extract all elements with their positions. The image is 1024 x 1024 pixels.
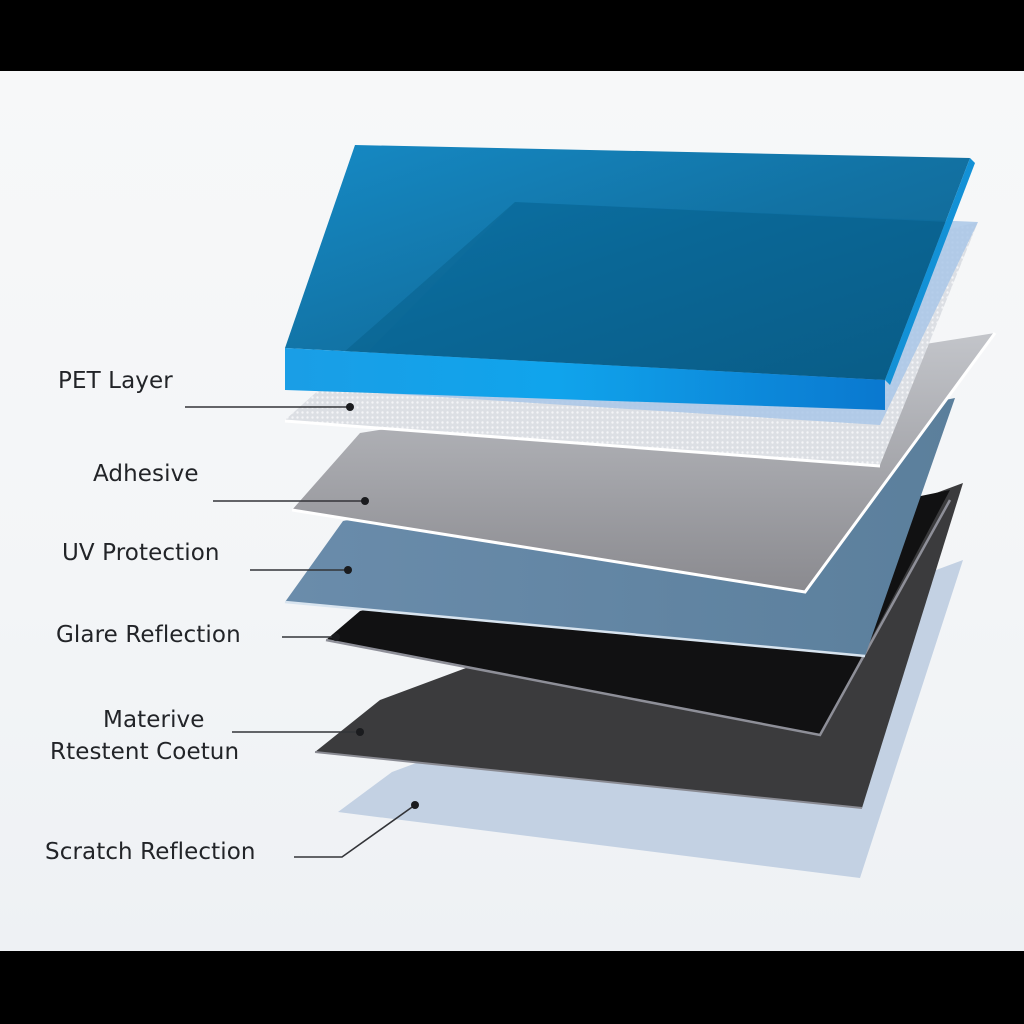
label-adhesive: Adhesive xyxy=(93,461,199,487)
leader-lines xyxy=(185,406,416,858)
label-uv-protection: UV Protection xyxy=(62,540,220,566)
pet-layer-front-edge xyxy=(285,348,885,410)
pet-layer-top xyxy=(285,145,970,380)
label-glare-reflection: Glare Reflection xyxy=(56,622,241,648)
label-pet-layer: PET Layer xyxy=(58,368,173,394)
letterbox-bottom-bar xyxy=(0,951,1024,1024)
leader-dots xyxy=(332,403,419,809)
letterbox-top-bar xyxy=(0,0,1024,71)
label-materive-line2: Rtestent Coetun xyxy=(50,739,240,765)
label-scratch-reflection: Scratch Reflection xyxy=(45,839,256,865)
label-materive-line1: Materive xyxy=(103,707,205,733)
